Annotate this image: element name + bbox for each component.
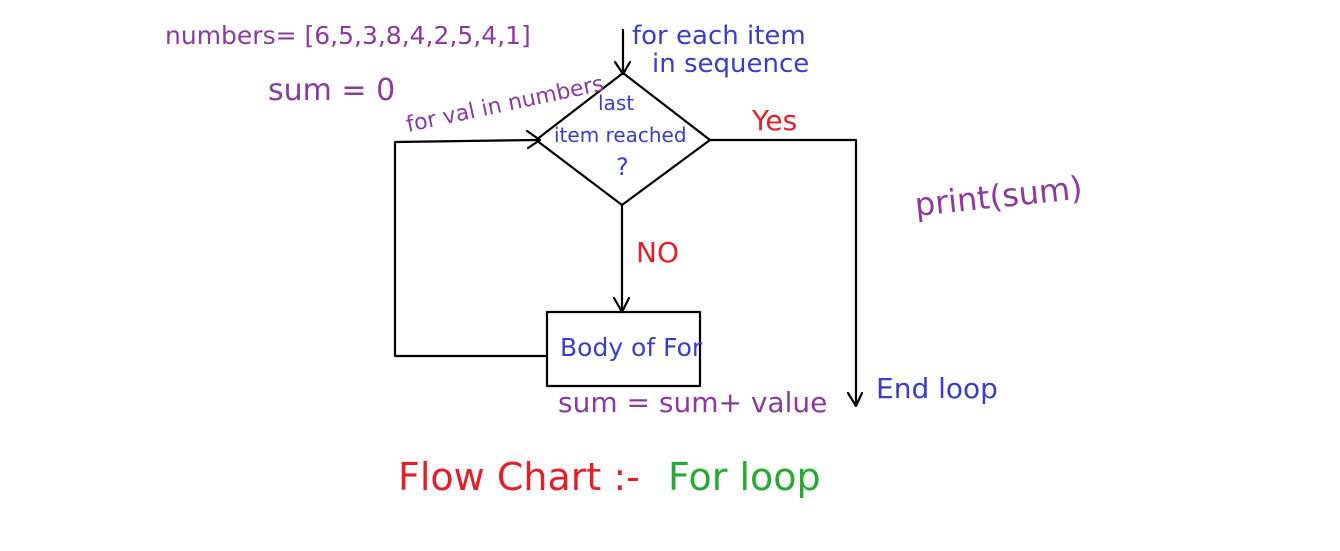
loop-back-arrowhead — [525, 129, 542, 150]
title-part2: For loop — [668, 455, 821, 499]
connector-lines — [393, 28, 864, 408]
for-each-line2: in sequence — [652, 49, 809, 79]
numbers-label: numbers= [6,5,3,8,4,2,5,4,1] — [165, 21, 531, 50]
yes-label: Yes — [751, 104, 797, 137]
for-each-line1: for each item — [632, 21, 806, 51]
yes-branch-arrowhead — [846, 391, 864, 408]
title-part1: Flow Chart :- — [398, 455, 640, 499]
print-label: print(sum) — [913, 169, 1084, 224]
decision-line2: item reached — [554, 123, 687, 147]
decision-line1: last — [598, 91, 634, 115]
no-label: NO — [636, 236, 679, 269]
end-loop-label: End loop — [876, 372, 998, 405]
sum-init: sum = 0 — [268, 73, 395, 108]
body-box — [545, 310, 702, 388]
loop-back-line — [393, 138, 549, 358]
body-label: Body of For — [560, 333, 703, 362]
sum-update: sum = sum+ value — [558, 386, 827, 419]
yes-branch-line — [708, 138, 858, 407]
decision-line3: ? — [616, 153, 629, 181]
